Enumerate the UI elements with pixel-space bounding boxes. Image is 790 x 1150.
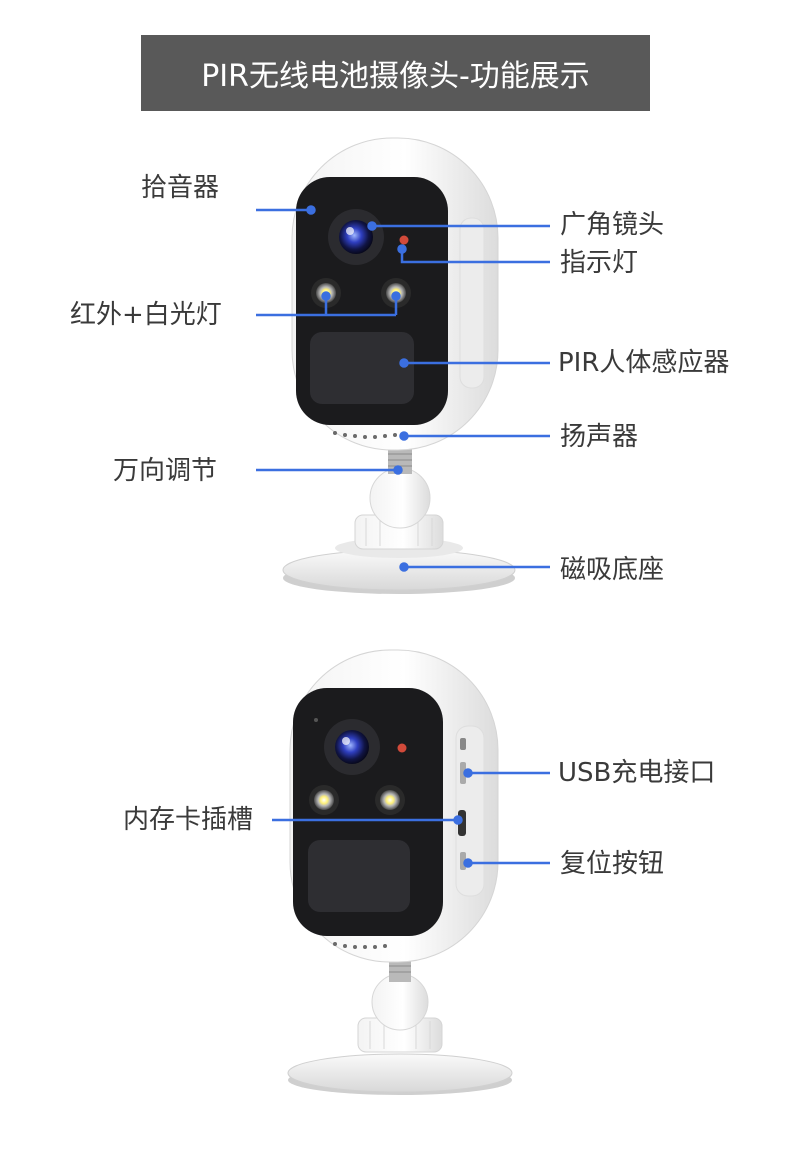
label-mic: 拾音器	[141, 173, 220, 203]
label-usb-port: USB充电接口	[558, 758, 716, 788]
label-ir-white-light: 红外+白光灯	[70, 300, 222, 330]
label-pir-sensor: PIR人体感应器	[558, 348, 730, 378]
label-wide-lens: 广角镜头	[560, 210, 665, 240]
page-title: PIR无线电池摄像头-功能展示	[201, 59, 590, 94]
label-magnetic-base: 磁吸底座	[560, 555, 665, 585]
title-banner: PIR无线电池摄像头-功能展示	[141, 35, 650, 111]
label-indicator: 指示灯	[560, 248, 639, 278]
leader-lines-side	[272, 768, 550, 868]
label-sd-slot: 内存卡插槽	[123, 805, 254, 835]
camera-side-view	[287, 649, 513, 1095]
label-speaker: 扬声器	[560, 422, 639, 452]
leader-lines-front	[256, 205, 550, 572]
label-swivel: 万向调节	[113, 456, 218, 486]
label-reset-button: 复位按钮	[560, 849, 665, 879]
camera-front-view	[282, 137, 516, 594]
